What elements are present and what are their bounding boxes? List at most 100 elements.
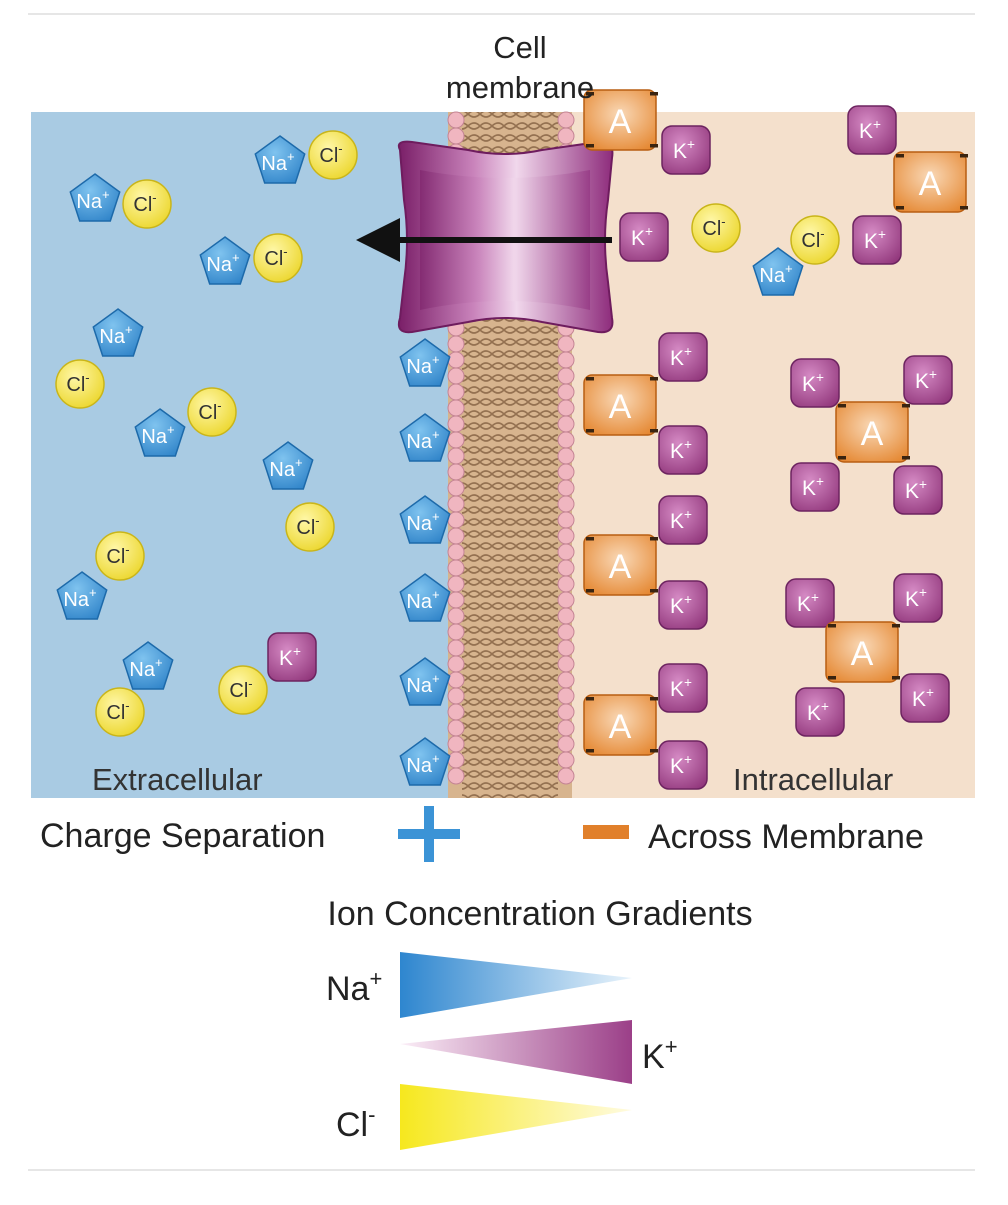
anion: A — [583, 694, 658, 756]
na-ion: Na+ — [92, 308, 144, 357]
k-gradient-label: K+ — [642, 1034, 678, 1076]
svg-text:Na+: Na+ — [406, 671, 439, 697]
na-ion: Na+ — [399, 338, 451, 387]
na-gradient-label: Na+ — [326, 966, 382, 1008]
na-ion: Na+ — [199, 236, 251, 285]
svg-text:Cl-: Cl- — [264, 244, 287, 270]
k-ion: K+ — [658, 332, 708, 382]
intracellular-label: Intracellular — [733, 762, 893, 797]
k-ion: K+ — [795, 687, 845, 737]
svg-text:K+: K+ — [670, 675, 692, 701]
svg-text:K+: K+ — [864, 227, 886, 253]
svg-text:K+: K+ — [859, 117, 881, 143]
svg-text:Cl-: Cl- — [133, 190, 156, 216]
k-ion: K+ — [785, 578, 835, 628]
svg-text:Cl-: Cl- — [801, 226, 824, 252]
svg-text:Cl-: Cl- — [229, 676, 252, 702]
svg-text:Na+: Na+ — [269, 455, 302, 481]
svg-text:K+: K+ — [279, 644, 301, 670]
cl-ion: Cl- — [691, 203, 741, 253]
cl-ion: Cl- — [285, 502, 335, 552]
svg-text:K+: K+ — [802, 474, 824, 500]
na-ion: Na+ — [399, 657, 451, 706]
svg-text:Cl-: Cl- — [106, 542, 129, 568]
svg-text:A: A — [861, 415, 884, 453]
svg-text:K+: K+ — [807, 699, 829, 725]
svg-text:A: A — [851, 635, 874, 673]
k-ion: K+ — [658, 495, 708, 545]
cl-ion: Cl- — [95, 687, 145, 737]
anion: A — [893, 151, 968, 213]
svg-text:K+: K+ — [905, 477, 927, 503]
svg-text:K+: K+ — [670, 592, 692, 618]
svg-text:A: A — [609, 103, 632, 141]
k-ion: K+ — [619, 212, 669, 262]
minus-sign-icon — [583, 825, 629, 839]
svg-text:K+: K+ — [802, 370, 824, 396]
svg-text:Na+: Na+ — [206, 250, 239, 276]
k-ion: K+ — [852, 215, 902, 265]
k-ion: K+ — [893, 573, 943, 623]
na-ion: Na+ — [56, 571, 108, 620]
cl-ion: Cl- — [308, 130, 358, 180]
cl-ion: Cl- — [55, 359, 105, 409]
svg-text:Cl-: Cl- — [319, 141, 342, 167]
svg-text:Cl-: Cl- — [198, 398, 221, 424]
svg-text:A: A — [919, 165, 942, 203]
cl-gradient-label: Cl- — [336, 1102, 375, 1144]
k-ion: K+ — [790, 462, 840, 512]
plus-sign-icon — [398, 806, 460, 862]
k-gradient-wedge — [400, 1020, 632, 1084]
anion: A — [583, 374, 658, 436]
na-ion: Na+ — [69, 173, 121, 222]
svg-text:Na+: Na+ — [406, 587, 439, 613]
cl-ion: Cl- — [253, 233, 303, 283]
na-gradient-wedge — [400, 952, 632, 1018]
k-ion: K+ — [900, 673, 950, 723]
anion: A — [825, 621, 900, 683]
na-ion: Na+ — [254, 135, 306, 184]
na-ion: Na+ — [262, 441, 314, 490]
k-ion: K+ — [893, 465, 943, 515]
svg-text:Na+: Na+ — [406, 352, 439, 378]
svg-text:K+: K+ — [670, 344, 692, 370]
k-ion: K+ — [903, 355, 953, 405]
na-ion: Na+ — [122, 641, 174, 690]
svg-text:K+: K+ — [631, 224, 653, 250]
cl-ion: Cl- — [790, 215, 840, 265]
svg-text:Na+: Na+ — [759, 261, 792, 287]
anion: A — [835, 401, 910, 463]
svg-text:Na+: Na+ — [63, 585, 96, 611]
svg-text:Cl-: Cl- — [106, 698, 129, 724]
svg-text:Na+: Na+ — [261, 149, 294, 175]
svg-text:A: A — [609, 548, 632, 586]
extracellular-label: Extracellular — [92, 762, 263, 797]
ions-layer: Na+ Na+ Na+ Na+ Na+ Na+ Na+ Na+ Na+ Na+ Na+ Na+ Na+ N… — [55, 89, 968, 790]
na-ion: Na+ — [399, 737, 451, 786]
k-ion: K+ — [658, 740, 708, 790]
svg-text:Na+: Na+ — [76, 187, 109, 213]
cl-ion: Cl- — [122, 179, 172, 229]
anion: A — [583, 89, 658, 151]
svg-text:K+: K+ — [670, 437, 692, 463]
svg-text:K+: K+ — [912, 685, 934, 711]
cell-label: Cell — [493, 30, 546, 65]
na-ion: Na+ — [134, 408, 186, 457]
svg-text:K+: K+ — [905, 585, 927, 611]
svg-text:Cl-: Cl- — [702, 214, 725, 240]
k-ion: K+ — [661, 125, 711, 175]
k-ion: K+ — [658, 425, 708, 475]
svg-text:Na+: Na+ — [129, 655, 162, 681]
k-ion: K+ — [847, 105, 897, 155]
charge-separation-label: Charge Separation — [40, 817, 325, 855]
k-ion: K+ — [658, 580, 708, 630]
cl-ion: Cl- — [218, 665, 268, 715]
na-ion: Na+ — [752, 247, 804, 296]
membrane-label: membrane — [446, 70, 594, 105]
svg-text:Cl-: Cl- — [66, 370, 89, 396]
svg-text:Na+: Na+ — [406, 751, 439, 777]
cl-ion: Cl- — [187, 387, 237, 437]
svg-text:Na+: Na+ — [406, 427, 439, 453]
